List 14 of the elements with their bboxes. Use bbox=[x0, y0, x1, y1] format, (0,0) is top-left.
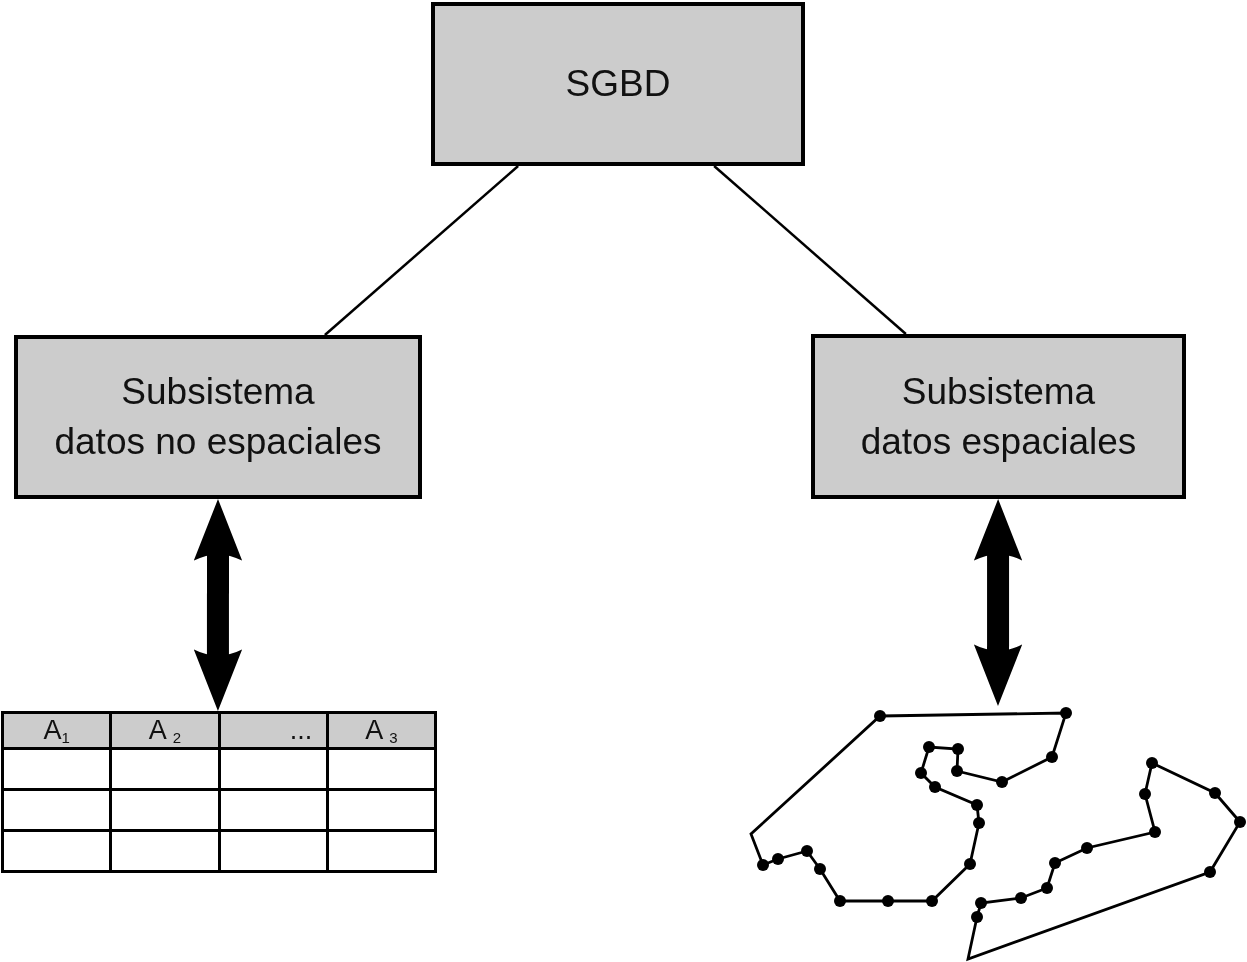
header-cell: A$_{1}$ bbox=[2, 712, 111, 749]
component-box bbox=[811, 334, 1186, 499]
box-label: SGBD bbox=[565, 62, 671, 106]
header-cell: ... bbox=[219, 712, 328, 749]
data-table bbox=[1, 711, 437, 873]
component-box bbox=[14, 335, 422, 499]
connector-line bbox=[324, 165, 519, 336]
box-label: Subsistema datos espaciales bbox=[860, 369, 1137, 464]
header-cell: A $_{2}$ bbox=[110, 712, 219, 749]
component-box bbox=[431, 2, 805, 166]
connector-line bbox=[713, 165, 907, 335]
header-cell: A $_{3}$ bbox=[327, 712, 436, 749]
polygon-drawing bbox=[748, 706, 1247, 962]
box-label: Subsistema datos no espaciales bbox=[54, 370, 382, 464]
